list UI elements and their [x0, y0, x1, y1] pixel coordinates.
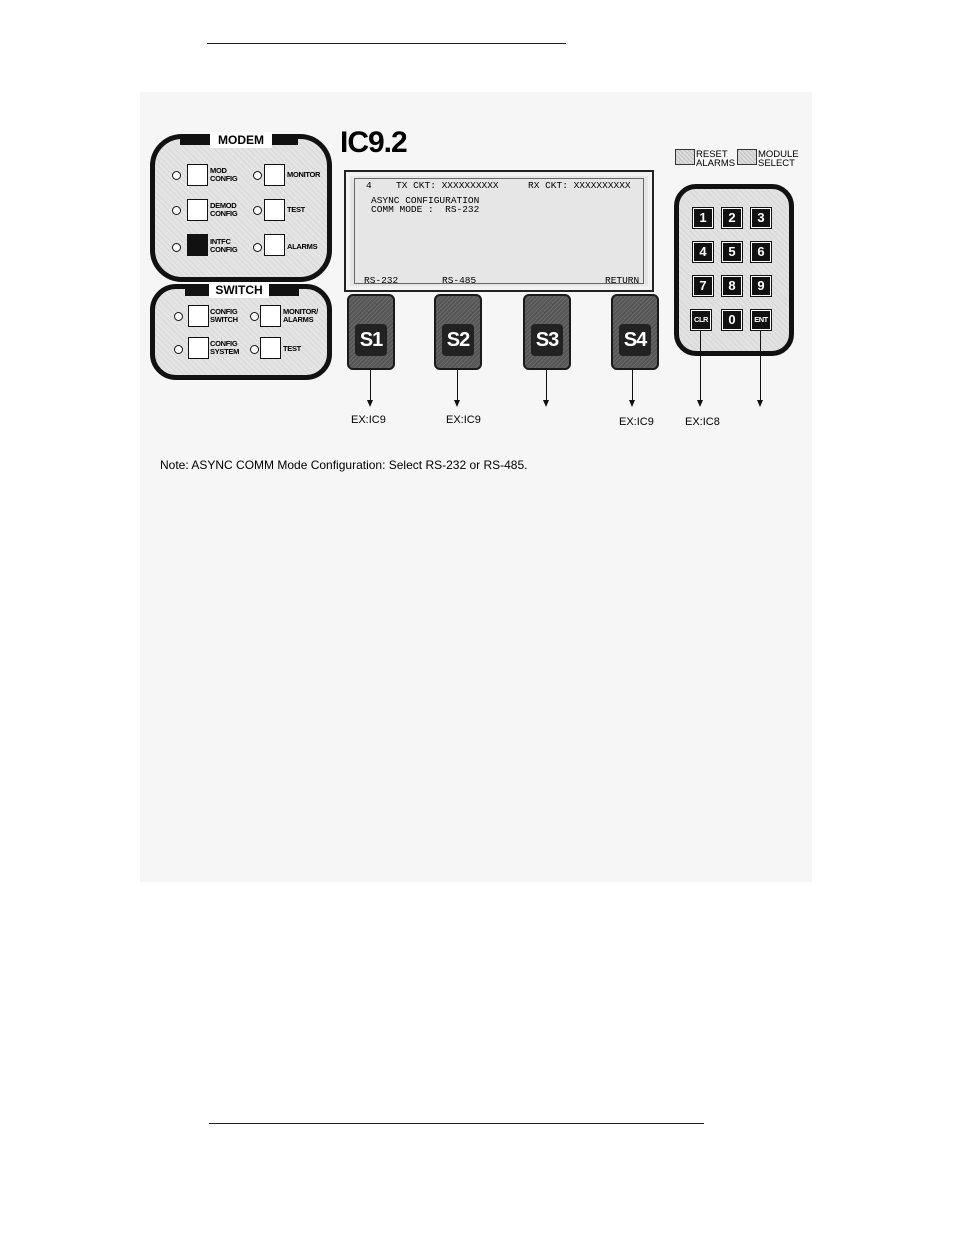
s4-arrow-line — [632, 368, 633, 400]
modem-panel — [150, 134, 332, 282]
modem-header-bar-right — [272, 135, 298, 145]
mod-config-button[interactable] — [187, 164, 208, 186]
modem-header: MODEM — [210, 132, 272, 148]
key-8[interactable]: 8 — [721, 275, 743, 297]
switch-header: SWITCH — [209, 282, 269, 298]
switch-test-led — [250, 345, 259, 354]
config-system-button[interactable] — [188, 337, 209, 359]
s2-arrow-head — [454, 400, 460, 407]
config-system-led — [174, 345, 183, 354]
s3-arrow-head — [543, 400, 549, 407]
monitor-alarms-button[interactable] — [260, 305, 281, 327]
ent-arrow-line — [760, 330, 761, 400]
softkey-s2-label: S2 — [442, 324, 474, 356]
monitor-led — [253, 171, 262, 180]
s1-reference: EX:IC9 — [351, 414, 386, 426]
lcd-line1-number: 4 — [366, 180, 372, 191]
switch-test-button[interactable] — [260, 337, 281, 359]
demod-config-button[interactable] — [187, 199, 208, 221]
lcd-inner-frame — [354, 178, 644, 284]
softkey-s4[interactable]: S4 — [611, 294, 659, 370]
test-led — [253, 206, 262, 215]
switch-panel — [150, 284, 332, 380]
monitor-alarms-led — [250, 312, 259, 321]
ent-arrow-head — [757, 400, 763, 407]
s4-arrow-head — [629, 400, 635, 407]
key-4[interactable]: 4 — [692, 241, 714, 263]
alarms-led — [253, 243, 262, 252]
alarms-button[interactable] — [264, 234, 285, 256]
clr-reference: EX:IC8 — [685, 416, 720, 428]
lcd-line2: ASYNC CONFIGURATION — [371, 195, 480, 206]
module-select-swatch — [737, 149, 757, 165]
lcd-softkey-label-1: RS-232 — [364, 275, 399, 286]
key-0[interactable]: 0 — [721, 309, 743, 331]
key-1[interactable]: 1 — [692, 207, 714, 229]
page-title: IC9.2 — [340, 126, 408, 159]
softkey-s3-label: S3 — [531, 324, 563, 356]
intfc-config-button[interactable] — [187, 234, 208, 256]
s2-reference: EX:IC9 — [446, 414, 481, 426]
key-ent[interactable]: ENT — [750, 309, 772, 331]
clr-arrow-line — [700, 330, 701, 400]
top-rule — [207, 43, 566, 44]
alarms-label: ALARMS — [287, 242, 318, 251]
test-label: TEST — [287, 205, 305, 214]
lcd-line1-tx: TX CKT: XXXXXXXXXX — [396, 180, 499, 191]
softkey-s2[interactable]: S2 — [434, 294, 482, 370]
softkey-s3[interactable]: S3 — [523, 294, 571, 370]
softkey-s4-label: S4 — [619, 324, 651, 356]
config-switch-button[interactable] — [188, 305, 209, 327]
softkey-s1[interactable]: S1 — [347, 294, 395, 370]
s2-arrow-line — [457, 368, 458, 400]
config-switch-led — [174, 312, 183, 321]
s4-reference: EX:IC9 — [619, 416, 654, 428]
key-2[interactable]: 2 — [721, 207, 743, 229]
switch-test-label: TEST — [283, 344, 301, 353]
configuration-note: Note: ASYNC COMM Mode Configuration: Sel… — [160, 458, 528, 472]
demod-config-led — [172, 206, 181, 215]
mod-config-led — [172, 171, 181, 180]
softkey-s1-label: S1 — [355, 324, 387, 356]
intfc-config-led — [172, 243, 181, 252]
lcd-line3: COMM MODE : RS-232 — [371, 204, 480, 215]
s1-arrow-head — [367, 400, 373, 407]
key-clr[interactable]: CLR — [690, 309, 712, 331]
key-5[interactable]: 5 — [721, 241, 743, 263]
reset-alarms-swatch — [675, 149, 695, 165]
switch-header-bar-left — [185, 286, 209, 296]
bottom-rule — [209, 1123, 704, 1124]
key-3[interactable]: 3 — [750, 207, 772, 229]
monitor-alarms-label: MONITOR/ALARMS — [283, 307, 318, 324]
s3-arrow-line — [546, 368, 547, 400]
clr-arrow-head — [697, 400, 703, 407]
lcd-softkey-label-2: RS-485 — [442, 275, 477, 286]
lcd-display: 4 TX CKT: XXXXXXXXXX RX CKT: XXXXXXXXXX … — [344, 170, 654, 292]
key-6[interactable]: 6 — [750, 241, 772, 263]
lcd-line1-rx: RX CKT: XXXXXXXXXX — [528, 180, 631, 191]
modem-header-bar-left — [180, 135, 210, 145]
monitor-label: MONITOR — [287, 170, 321, 179]
s1-arrow-line — [370, 368, 371, 400]
lcd-softkey-label-4: RETURN — [605, 275, 640, 286]
monitor-button[interactable] — [264, 164, 285, 186]
switch-header-bar-right — [269, 286, 299, 296]
test-button[interactable] — [264, 199, 285, 221]
key-9[interactable]: 9 — [750, 275, 772, 297]
key-7[interactable]: 7 — [692, 275, 714, 297]
